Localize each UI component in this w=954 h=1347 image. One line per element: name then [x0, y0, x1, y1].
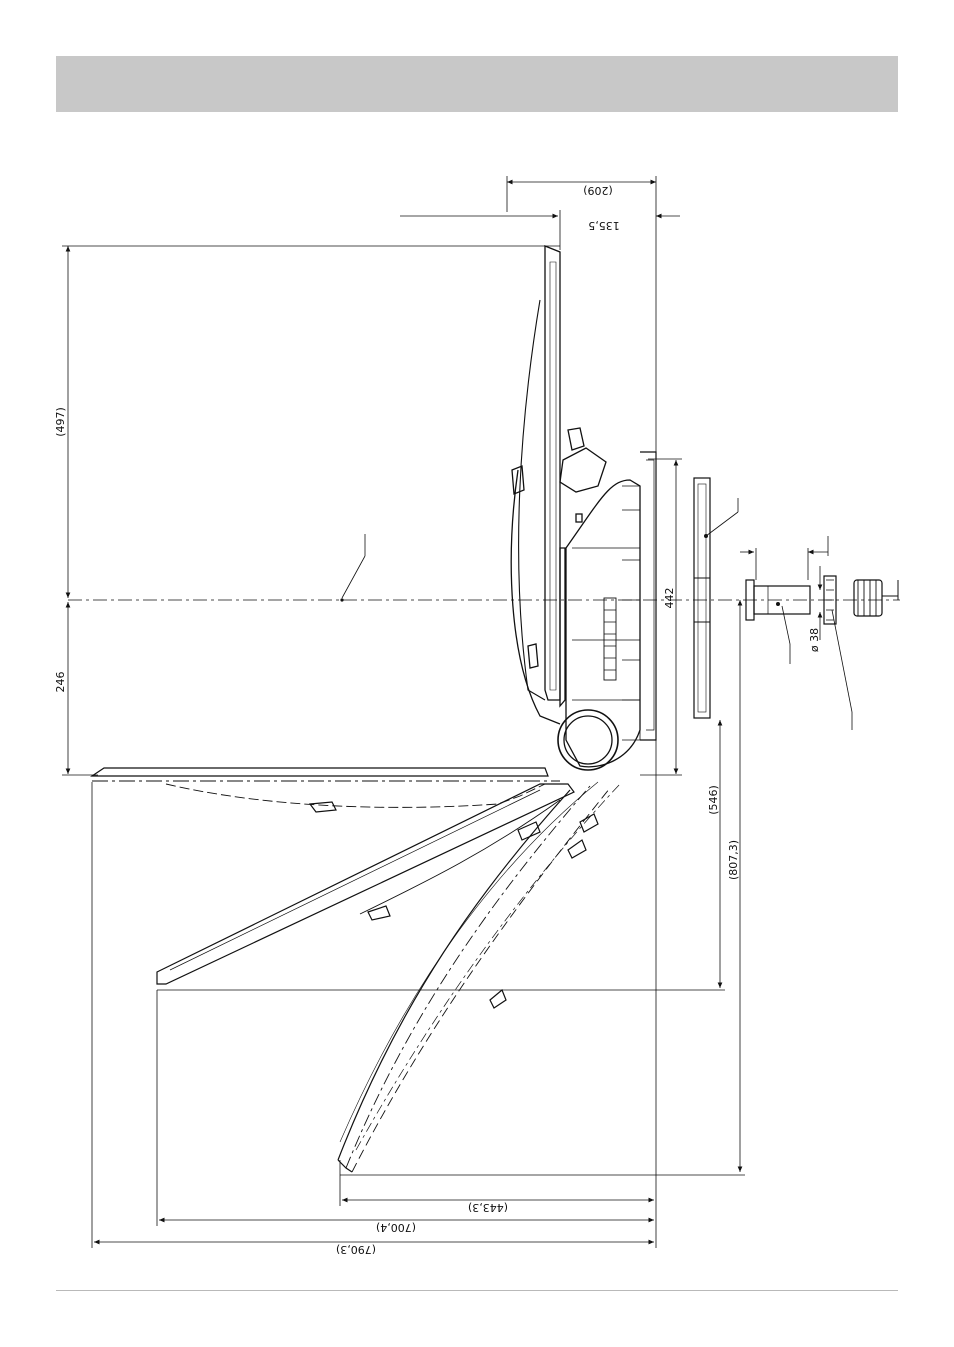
hinge-assembly: [558, 428, 640, 770]
lid-upright: [511, 246, 560, 724]
dim-depth-mid: (700,4): [376, 1221, 416, 1234]
dim-rise-full: (807,3): [727, 840, 740, 880]
dim-depth-long: (790,3): [336, 1243, 376, 1256]
seat-horizontal: [92, 768, 560, 812]
dim-top-offset: 135,5: [588, 219, 620, 232]
seat-raised-positions: [157, 782, 620, 1172]
dim-top-width: (209): [583, 184, 613, 197]
dim-plate-height: 442: [663, 588, 676, 609]
dim-left-lower: 246: [54, 672, 67, 693]
footer-rule: [56, 1290, 898, 1291]
dim-pin-diameter: ø 38: [808, 628, 821, 652]
dim-rise-open: (546): [707, 785, 720, 815]
dim-depth-short: (443,3): [468, 1201, 508, 1214]
dim-left-upper: (497): [54, 407, 67, 437]
dimension-lines: [62, 176, 852, 1248]
